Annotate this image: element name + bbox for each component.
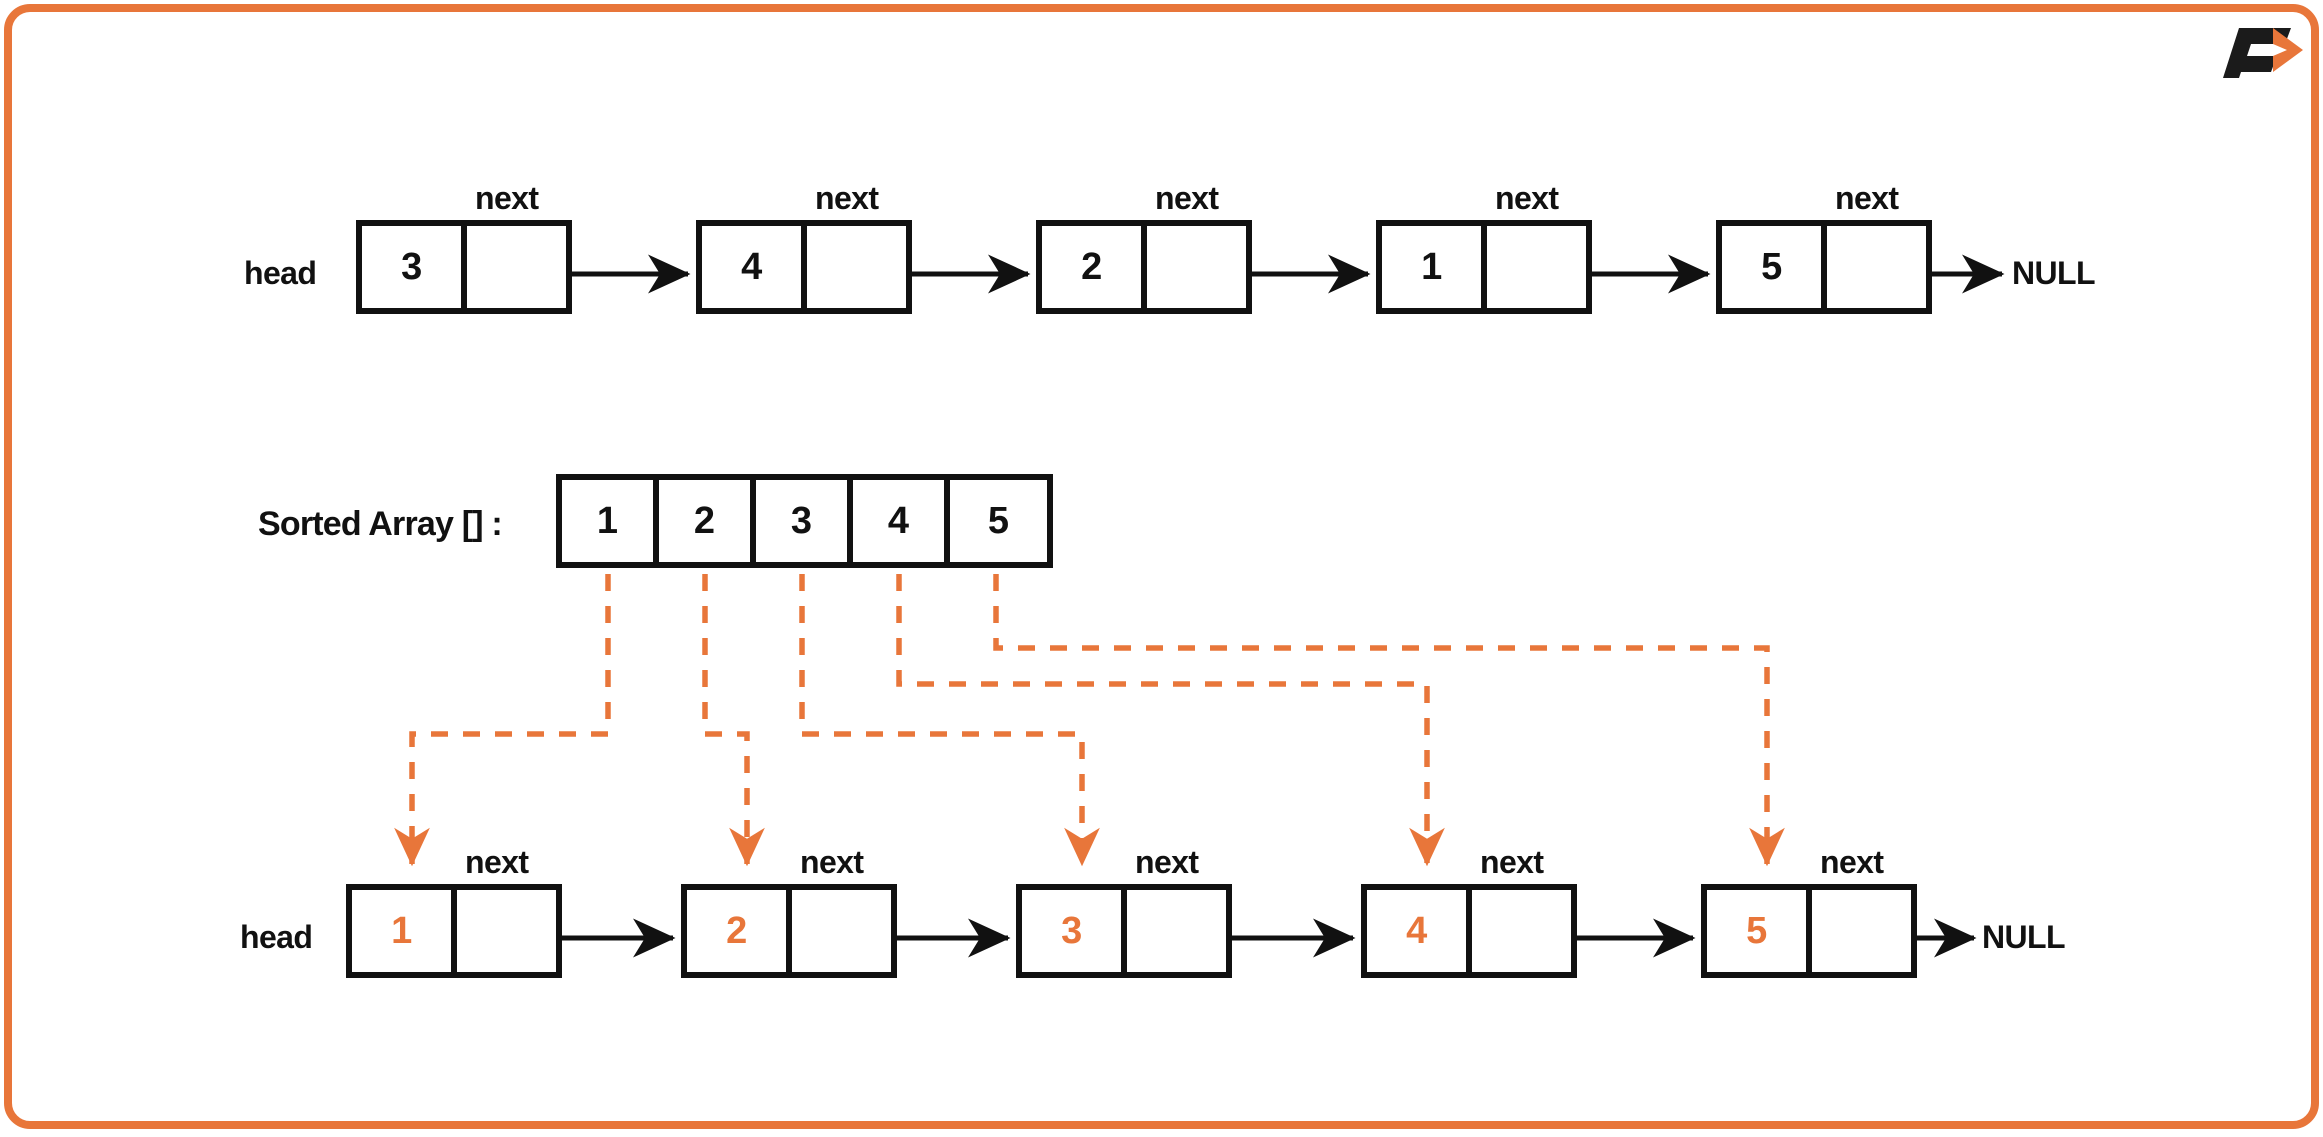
array-cell-1[interactable]: 2	[659, 480, 756, 562]
connector-2	[799, 574, 1100, 867]
bottom-node-2-next	[1127, 890, 1226, 972]
f-arrow-logo	[2223, 28, 2303, 78]
top-node-2-next	[1147, 226, 1246, 308]
bottom-node-1[interactable]: 2	[681, 884, 897, 978]
array-cell-0[interactable]: 1	[562, 480, 659, 562]
top-node-1[interactable]: 4	[696, 220, 912, 314]
diagram-canvas: head next 3 next 4 next 2 next 1 next	[12, 12, 2323, 1137]
bottom-head-label: head	[240, 919, 313, 955]
top-next-label-3: next	[1495, 180, 1559, 216]
bottom-next-label-0: next	[465, 844, 529, 880]
top-node-4-data: 5	[1722, 226, 1827, 308]
top-node-4[interactable]: 5	[1716, 220, 1932, 314]
connector-4	[993, 574, 1785, 867]
top-node-3[interactable]: 1	[1376, 220, 1592, 314]
top-node-0-data: 3	[362, 226, 467, 308]
bottom-node-1-data: 2	[687, 890, 792, 972]
connector-0	[394, 574, 611, 867]
bottom-node-2-data: 3	[1022, 890, 1127, 972]
bottom-node-3-next	[1472, 890, 1571, 972]
top-node-2-data: 2	[1042, 226, 1147, 308]
bottom-node-0[interactable]: 1	[346, 884, 562, 978]
bottom-node-4-data: 5	[1707, 890, 1812, 972]
bottom-node-1-next	[792, 890, 891, 972]
top-next-label-2: next	[1155, 180, 1219, 216]
bottom-node-0-data: 1	[352, 890, 457, 972]
page-frame: head next 3 next 4 next 2 next 1 next	[4, 4, 2319, 1129]
bottom-next-label-4: next	[1820, 844, 1884, 880]
bottom-next-label-3: next	[1480, 844, 1544, 880]
top-node-2[interactable]: 2	[1036, 220, 1252, 314]
bottom-next-label-1: next	[800, 844, 864, 880]
top-next-label-4: next	[1835, 180, 1899, 216]
bottom-node-4-next	[1812, 890, 1911, 972]
top-null-label: NULL	[2012, 255, 2096, 291]
top-node-0-next	[467, 226, 566, 308]
array-cell-4[interactable]: 5	[987, 499, 1010, 542]
top-head-label: head	[244, 255, 317, 291]
top-node-1-data: 4	[702, 226, 807, 308]
sorted-array: 1 2 3 4 5	[556, 474, 1053, 568]
array-cell-3[interactable]: 4	[853, 480, 950, 562]
bottom-node-3[interactable]: 4	[1361, 884, 1577, 978]
top-next-label-0: next	[475, 180, 539, 216]
sorted-array-label: Sorted Array [] :	[258, 505, 503, 543]
connector-3	[896, 574, 1445, 867]
bottom-node-3-data: 4	[1367, 890, 1472, 972]
array-cell-2[interactable]: 3	[756, 480, 853, 562]
top-node-0[interactable]: 3	[356, 220, 572, 314]
bottom-node-2[interactable]: 3	[1016, 884, 1232, 978]
top-next-label-1: next	[815, 180, 879, 216]
bottom-node-0-next	[457, 890, 556, 972]
top-node-1-next	[807, 226, 906, 308]
bottom-next-label-2: next	[1135, 844, 1199, 880]
top-node-3-data: 1	[1382, 226, 1487, 308]
bottom-node-4[interactable]: 5	[1701, 884, 1917, 978]
connector-1	[702, 574, 765, 867]
top-node-4-next	[1827, 226, 1926, 308]
bottom-null-label: NULL	[1982, 919, 2066, 955]
top-node-3-next	[1487, 226, 1586, 308]
